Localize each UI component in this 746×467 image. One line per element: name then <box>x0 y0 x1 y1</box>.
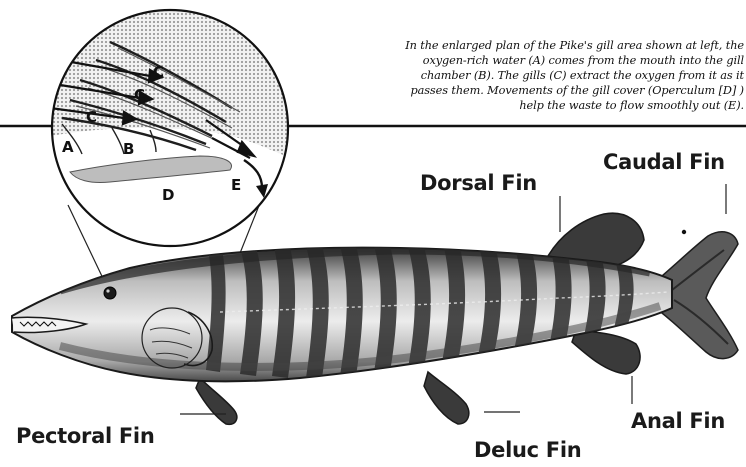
gill-label-c-middle: C <box>134 86 145 104</box>
caption-line: In the enlarged plan of the Pike's gill … <box>282 38 744 53</box>
gill-label-b: B <box>123 140 134 158</box>
pectoral-fin <box>196 378 237 424</box>
caption-line: oxygen-rich water (A) comes from the mou… <box>282 53 744 68</box>
caption-line: passes them. Movements of the gill cover… <box>282 83 744 98</box>
anal-fin <box>572 330 640 374</box>
gill-label-a: A <box>62 138 74 156</box>
deluc-fin <box>424 372 469 424</box>
caption-line: help the waste to flow smoothly out (E). <box>282 98 744 113</box>
caudal-fin-label: Caudal Fin <box>603 150 725 174</box>
dorsal-fin-label: Dorsal Fin <box>420 171 537 195</box>
deluc-fin-label: Deluc Fin <box>474 438 581 462</box>
pectoral-fin-label: Pectoral Fin <box>16 424 154 448</box>
gill-label-c-top: C <box>153 63 164 81</box>
gill-label-e: E <box>231 176 241 194</box>
gill-label-d: D <box>162 186 174 204</box>
fish-eye <box>104 287 116 299</box>
caption-text: In the enlarged plan of the Pike's gill … <box>282 38 744 113</box>
gill-magnifier <box>40 10 290 246</box>
pike-fish <box>12 213 738 424</box>
gill-label-c-bottom: C <box>86 108 97 126</box>
caption-line: chamber (B). The gills (C) extract the o… <box>282 68 744 83</box>
anal-fin-label: Anal Fin <box>631 409 725 433</box>
